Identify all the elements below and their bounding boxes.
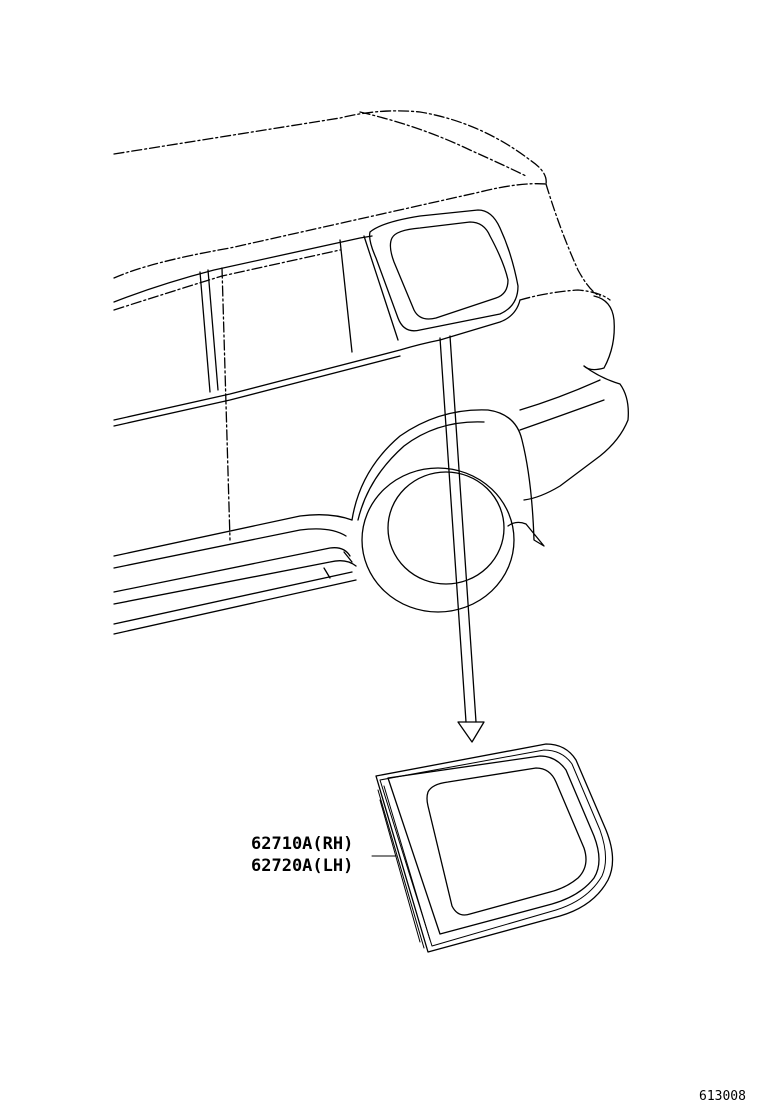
quarter-window-glass	[371, 743, 614, 953]
callout-arrow	[439, 335, 485, 743]
vehicle-body-outline	[113, 110, 629, 635]
part-number-rh: 62710A(RH)	[251, 834, 354, 854]
figure-code: 613008	[699, 1089, 746, 1104]
part-number-lh: 62720A(LH)	[251, 856, 354, 876]
